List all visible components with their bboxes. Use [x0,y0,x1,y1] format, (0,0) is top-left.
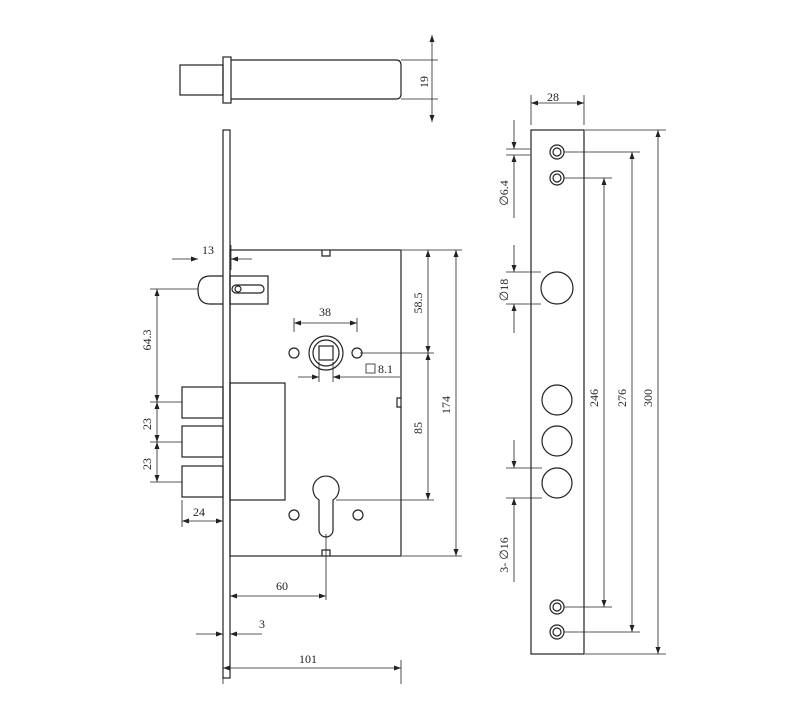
dim-60-label: 60 [276,579,288,593]
dim-38-label: 38 [319,305,331,319]
dim-13-label: 13 [202,243,214,257]
dim-101-label: 101 [299,652,317,666]
dim-246-label: 246 [587,389,601,407]
dim-16-label: 3- ∅16 [497,537,511,572]
faceplate-front-view [530,129,585,655]
dim-58-5-label: 58.5 [411,293,425,314]
dim-23a-label: 23 [140,418,154,430]
dim-276-label: 276 [615,389,629,407]
dim-8-1-label: 8.1 [378,362,393,376]
dim-24-label: 24 [193,505,205,519]
dim-23b-label: 23 [140,458,154,470]
dim-3-label: 3 [259,617,265,631]
dim-64-3-label: 64.3 [140,330,154,351]
dim-6-4-label: ∅6.4 [497,180,511,205]
front-view-dimensions: 13 38 8.1 58.5 85 174 64.3 23 23 [140,243,462,684]
dim-300-label: 300 [641,389,655,407]
dim-85-label: 85 [411,422,425,434]
latch-bolt-side-view: 19 [179,35,438,122]
dim-19-label: 19 [417,76,431,88]
dim-18-label: ∅18 [497,279,511,301]
lock-body-front-view [181,129,402,679]
dim-28-label: 28 [547,90,559,104]
faceplate-dimensions: 28 ∅6.4 ∅18 3- ∅16 246 276 300 [497,90,666,655]
dim-174-label: 174 [439,396,453,414]
